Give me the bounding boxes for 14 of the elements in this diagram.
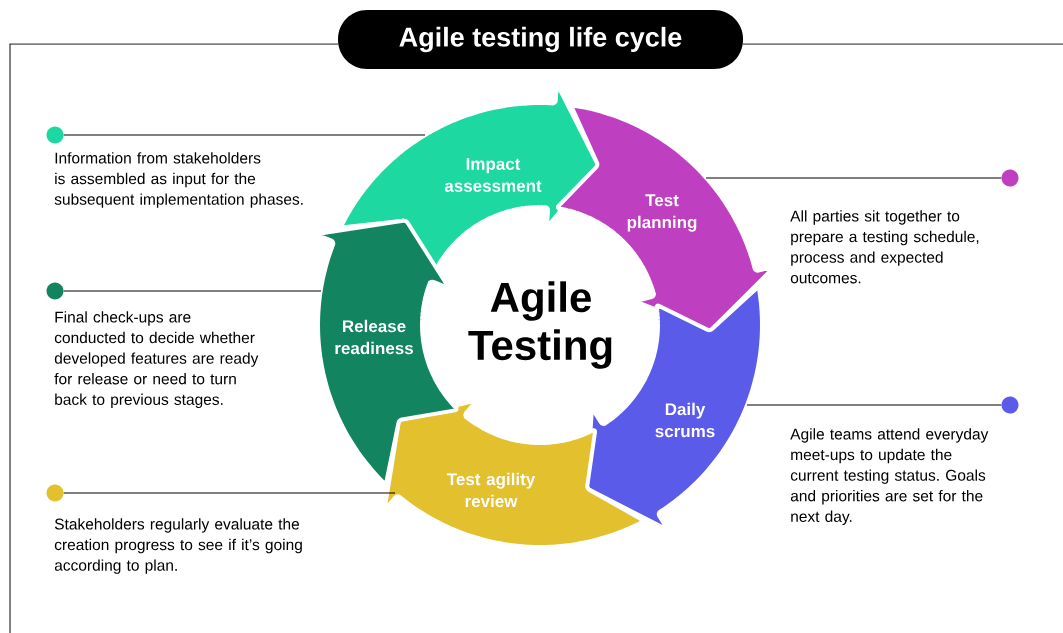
leader-line [63, 290, 322, 292]
description-text: Stakeholders regularly evaluate the creation progress to see if it’s going according to plan. [54, 518, 302, 574]
description-text: Information from stakeholders is assembled as input for the subsequent implementation phases. [54, 152, 303, 208]
leader-line [705, 177, 1002, 179]
description-text: All parties sit together to prepare a testing schedule, process and expected outcomes. [790, 210, 979, 284]
dot-marker [1001, 169, 1019, 187]
leader-line [63, 492, 396, 494]
arrow-segment: Test agility review [382, 398, 645, 549]
arrow-segment: Impact assessment [339, 83, 600, 275]
leader-line [746, 404, 1002, 406]
title-pill: Agile testing life cycle [338, 10, 743, 69]
description-text: Final check-ups are conducted to decide whether developed features are ready for release or need to turn back to previous stages. [54, 311, 259, 409]
leader-line [63, 134, 426, 136]
description-text: Agile teams attend everyday meet-ups to update the current testing status. Goals and priorities are set for the next day. [790, 428, 989, 526]
